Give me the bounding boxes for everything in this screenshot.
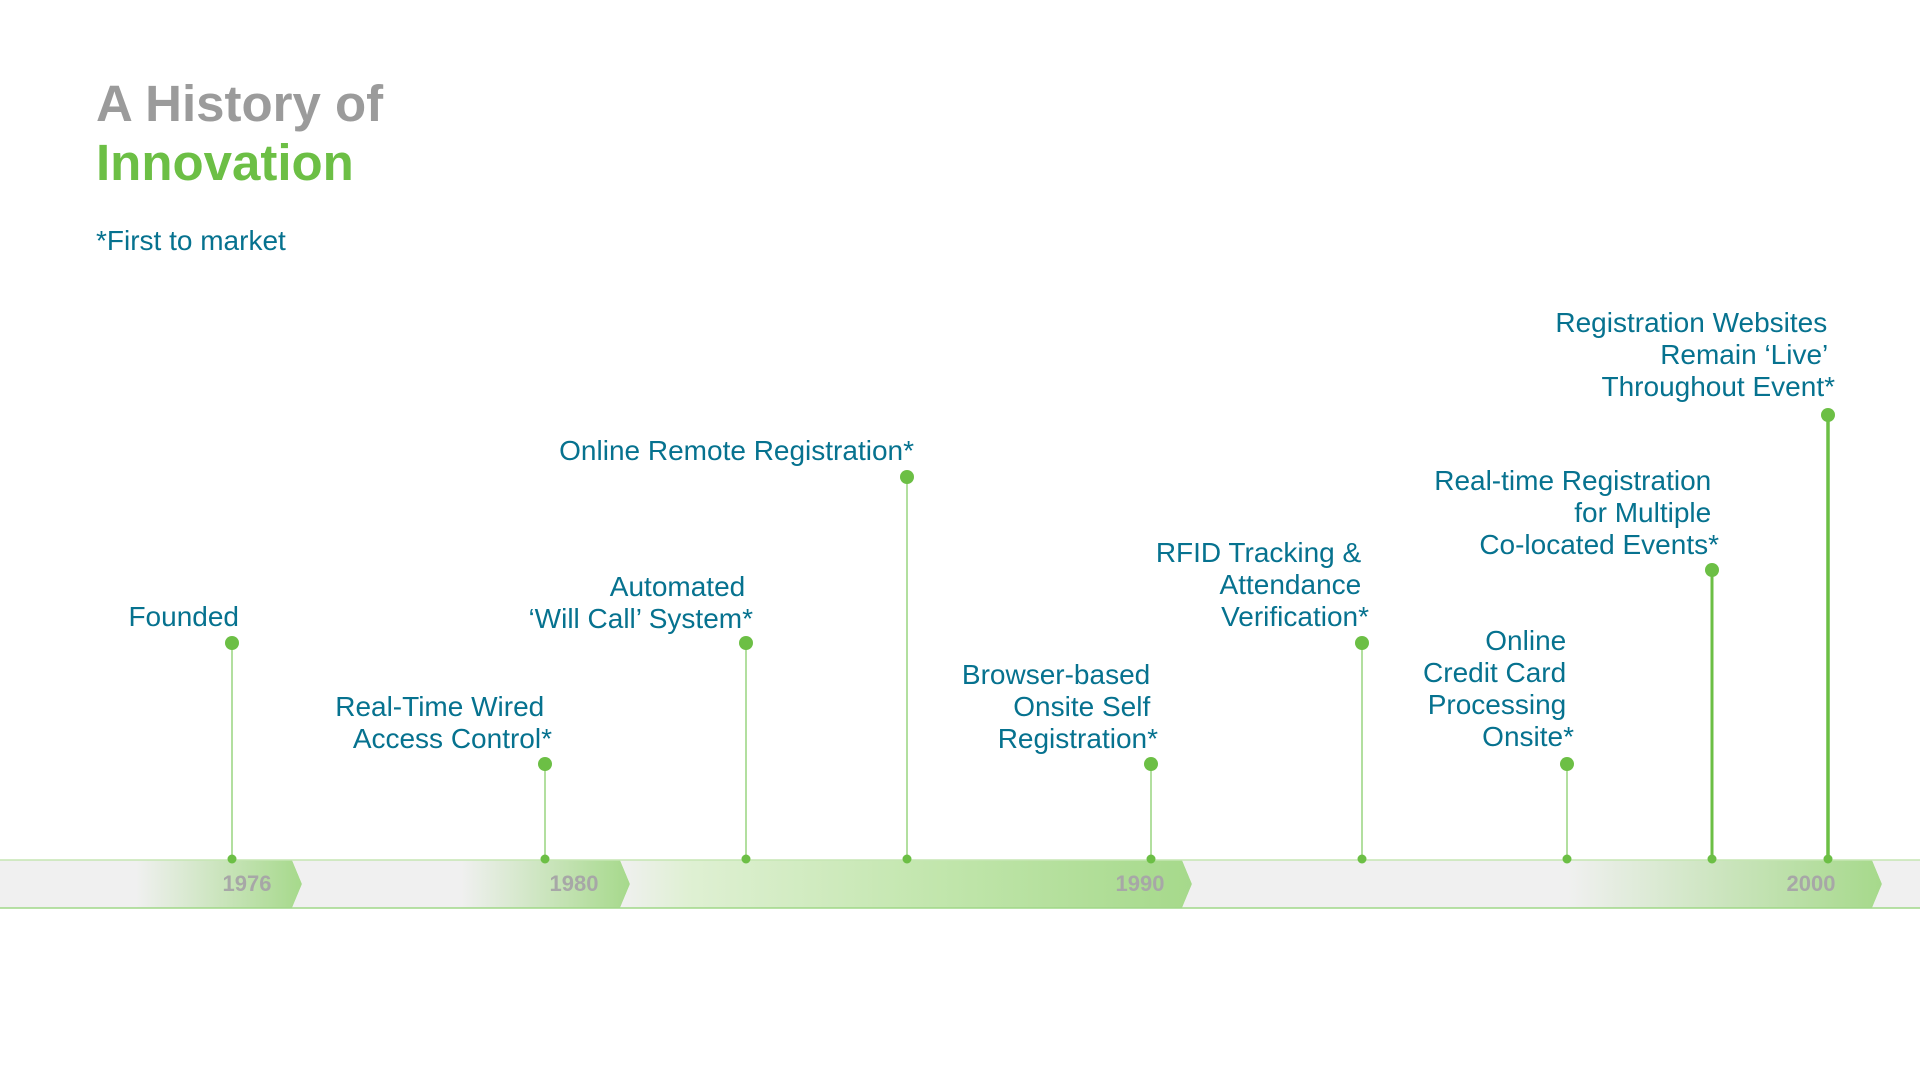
year-label: 1980: [550, 871, 599, 896]
event-label-line: Credit Card: [1423, 657, 1566, 688]
event-label-line: Registration Websites: [1555, 307, 1827, 338]
event-baseline-dot: [1146, 854, 1156, 864]
event-label: RFID Tracking & Attendance Verification*: [1156, 537, 1369, 632]
event-baseline-dot: [540, 854, 550, 864]
event-baseline-dot: [1562, 854, 1572, 864]
band-segment-1976: [0, 860, 302, 908]
event-baseline-dot: [902, 854, 912, 864]
event-label-line: Remain ‘Live’: [1660, 339, 1827, 370]
event-browser-onsite-registration: Browser-based Onsite Self Registration*: [962, 659, 1158, 864]
event-label-line: Processing: [1428, 689, 1567, 720]
event-label: Automated ‘Will Call’ System*: [528, 571, 753, 634]
title-line-2: Innovation: [96, 134, 354, 191]
event-label-line: Registration*: [998, 723, 1158, 754]
event-label-line: RFID Tracking &: [1156, 537, 1362, 568]
event-founded: Founded: [128, 601, 239, 864]
event-label: Online Remote Registration*: [559, 435, 914, 466]
event-label: Real-time Registration for Multiple Co-l…: [1434, 465, 1719, 560]
event-label: Online Credit Card Processing Onsite*: [1423, 625, 1574, 752]
event-baseline-dot: [741, 854, 751, 864]
event-online-remote-registration: Online Remote Registration*: [559, 435, 914, 864]
band-segment-tail: [1872, 860, 1920, 908]
event-baseline-dot: [227, 854, 237, 864]
event-dot: [900, 470, 914, 484]
event-multi-event-registration: Real-time Registration for Multiple Co-l…: [1434, 465, 1719, 864]
event-label-line: Founded: [128, 601, 239, 632]
event-live-websites: Registration Websites Remain ‘Live’ Thro…: [1555, 307, 1835, 864]
event-baseline-dot: [1823, 854, 1833, 864]
event-dot: [1821, 408, 1835, 422]
title-line-1: A History of: [96, 75, 384, 132]
page-title: A History of Innovation: [96, 74, 383, 192]
event-label-line: Online Remote Registration*: [559, 435, 914, 466]
year-labels: 1976 1980 1990 2000: [223, 871, 1836, 896]
event-label: Founded: [128, 601, 239, 632]
event-label-line: ‘Will Call’ System*: [528, 603, 753, 634]
event-label-line: Real-time Registration: [1434, 465, 1711, 496]
year-label: 1976: [223, 871, 272, 896]
event-baseline-dot: [1707, 854, 1717, 864]
event-dot: [225, 636, 239, 650]
event-wired-access-control: Real-Time Wired Access Control*: [335, 691, 552, 864]
event-label-line: for Multiple: [1574, 497, 1711, 528]
year-label: 1990: [1116, 871, 1165, 896]
event-label: Real-Time Wired Access Control*: [335, 691, 552, 754]
event-label-line: Attendance: [1220, 569, 1362, 600]
band-segment-1990: [620, 860, 1192, 908]
event-dot: [1560, 757, 1574, 771]
event-will-call-system: Automated ‘Will Call’ System*: [528, 571, 753, 864]
event-label-line: Online: [1485, 625, 1566, 656]
event-dot: [1144, 757, 1158, 771]
timeline-band: [0, 859, 1920, 909]
event-baseline-dot: [1357, 854, 1367, 864]
event-label-line: Co-located Events*: [1479, 529, 1719, 560]
event-label-line: Real-Time Wired: [335, 691, 544, 722]
event-label-line: Verification*: [1221, 601, 1369, 632]
event-label-line: Onsite Self: [1013, 691, 1150, 722]
event-rfid-tracking: RFID Tracking & Attendance Verification*: [1156, 537, 1369, 864]
event-label-line: Onsite*: [1482, 721, 1574, 752]
event-label: Browser-based Onsite Self Registration*: [962, 659, 1158, 754]
event-label-line: Browser-based: [962, 659, 1150, 690]
event-label-line: Throughout Event*: [1602, 371, 1836, 402]
event-dot: [1705, 563, 1719, 577]
first-to-market-note: *First to market: [96, 225, 286, 256]
band-segment-1980: [292, 860, 630, 908]
event-label: Registration Websites Remain ‘Live’ Thro…: [1555, 307, 1835, 402]
year-label: 2000: [1787, 871, 1836, 896]
event-label-line: Automated: [610, 571, 745, 602]
event-online-credit-card: Online Credit Card Processing Onsite*: [1423, 625, 1574, 864]
event-dot: [739, 636, 753, 650]
event-dot: [1355, 636, 1369, 650]
event-dot: [538, 757, 552, 771]
event-label-line: Access Control*: [353, 723, 552, 754]
band-segment-2000: [1182, 860, 1882, 908]
